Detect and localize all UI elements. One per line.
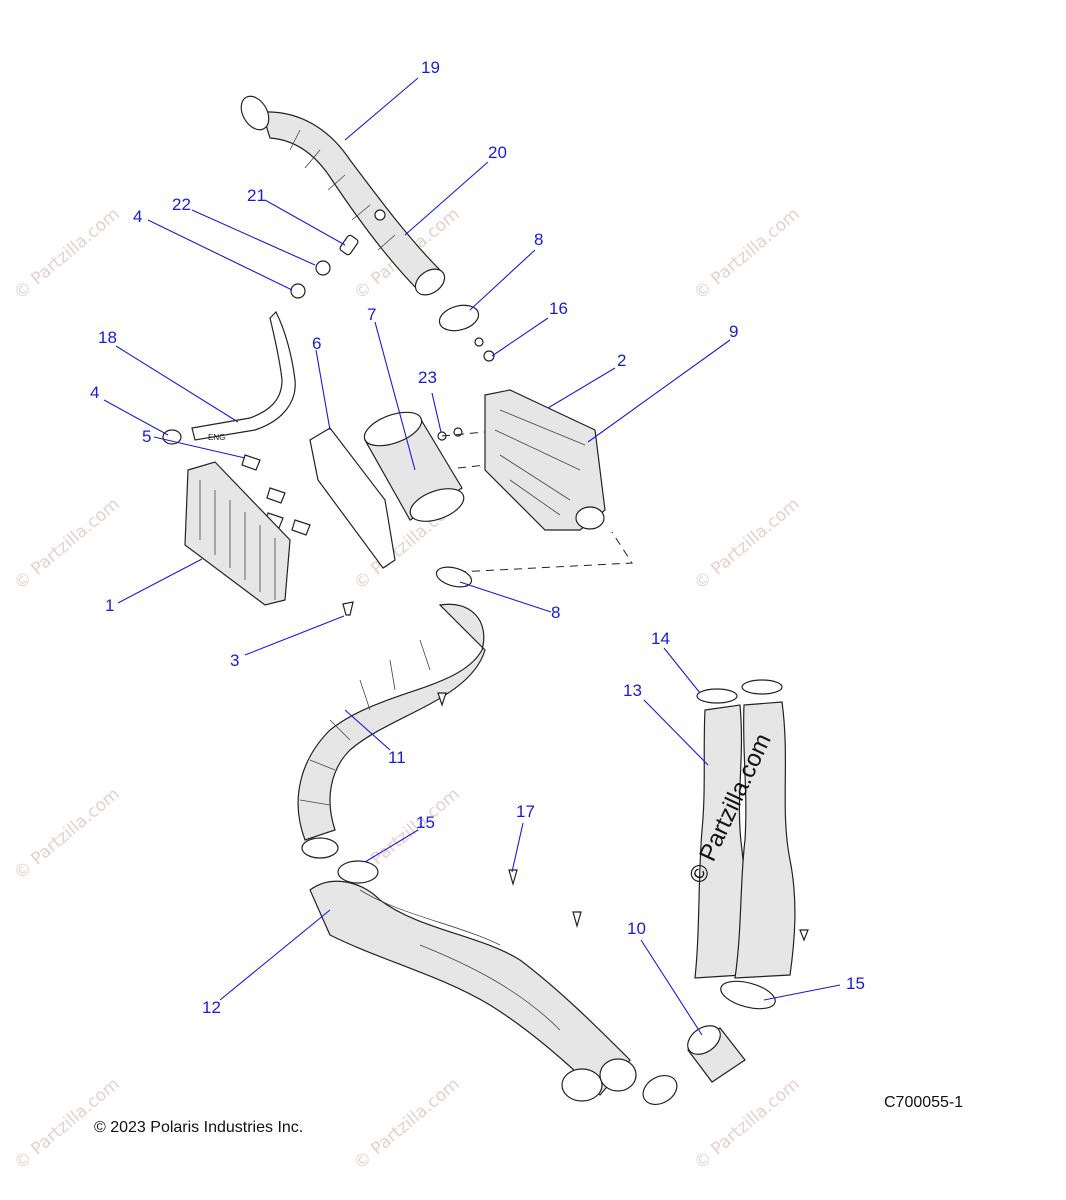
callout-10: 10 [627,919,646,938]
callout-5: 5 [142,427,151,446]
callout-6: 6 [312,334,321,353]
callout-22: 22 [172,195,191,214]
assembly-guide-line [457,531,633,573]
breather-hose: ENG [191,310,296,442]
clamp-lower [435,566,473,588]
callout-15-lower: 15 [846,974,865,993]
watermark-tiles: © Partzilla.com © Partzilla.com © Partzi… [10,204,803,1174]
clamp-15-upper [337,860,379,884]
callout-8-lower: 8 [551,603,560,622]
fastener-13 [799,929,809,942]
leader-lines [103,77,841,1036]
fastener-3 [342,601,354,616]
watermark-tile: © Partzilla.com [350,1074,463,1174]
callout-labels: 19 20 21 22 4 8 16 7 6 18 4 23 2 9 5 1 8… [90,58,865,1017]
upper-intake-duct [240,95,446,296]
watermark-tile: © Partzilla.com [10,494,123,594]
callout-16: 16 [549,299,568,318]
callout-8-upper: 8 [534,230,543,249]
fastener-11 [437,692,447,707]
airbox-cover [184,461,291,606]
curved-intake-duct [297,603,486,859]
clamp-upper [438,304,480,332]
callout-12: 12 [202,998,221,1017]
screw-guide-line [441,431,486,469]
watermark-tile: © Partzilla.com [690,494,803,594]
callout-2: 2 [617,351,626,370]
callout-17: 17 [516,802,535,821]
twin-ducts: © Partzilla.com [684,679,796,979]
callout-9: 9 [729,322,738,341]
callout-21: 21 [247,186,266,205]
copyright-notice: © 2023 Polaris Industries Inc. [94,1119,304,1136]
clamp-10 [642,1074,678,1106]
air-filter [363,411,465,522]
screw-16 [474,337,495,362]
callout-1: 1 [105,596,114,615]
callout-19: 19 [421,58,440,77]
coupler-10 [687,1025,746,1083]
callout-4-lower: 4 [90,383,99,402]
fastener-17 [508,869,518,887]
watermark-tile: © Partzilla.com [690,1074,803,1174]
watermark-tile: © Partzilla.com [10,784,123,884]
callout-23: 23 [418,368,437,387]
callout-11: 11 [388,748,406,767]
callout-20: 20 [488,143,507,162]
watermark-tile: © Partzilla.com [690,204,803,304]
figure-id: C700055-1 [884,1094,964,1111]
svg-text:ENG: ENG [208,433,225,442]
watermark-tile: © Partzilla.com [10,204,123,304]
lower-intake-duct [309,880,637,1102]
callout-7: 7 [367,305,376,324]
callout-3: 3 [230,651,239,670]
airbox-housing [484,389,606,531]
callout-18: 18 [98,328,117,347]
clamp-15-lower [720,980,776,1010]
callout-4-upper: 4 [133,207,142,226]
hose-clamp-lower [162,429,182,445]
callout-13: 13 [623,681,642,700]
callout-15-upper: 15 [416,813,435,832]
fastener-17b [572,911,582,929]
breather-fittings [290,234,359,299]
callout-14: 14 [651,629,670,648]
